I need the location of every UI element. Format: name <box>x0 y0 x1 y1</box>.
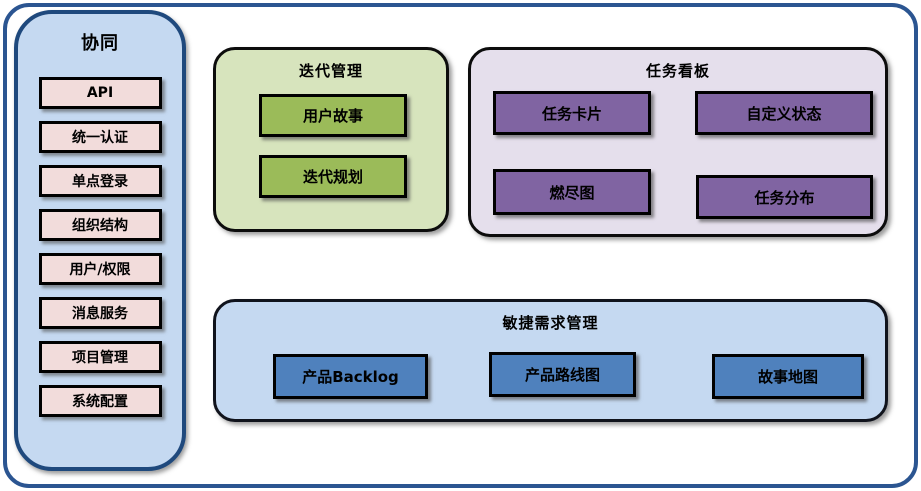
section-agile-requirements: 敏捷需求管理 产品Backlog 产品路线图 故事地图 <box>213 299 888 422</box>
section-requirements-title: 敏捷需求管理 <box>502 314 599 332</box>
sidebar-item-api: API <box>38 77 162 109</box>
section-iteration-management: 迭代管理 用户故事 迭代规划 <box>213 47 449 232</box>
card-iteration-planning: 迭代规划 <box>259 155 407 198</box>
card-task-distribution: 任务分布 <box>696 175 873 219</box>
sidebar-title: 协同 <box>81 33 119 54</box>
card-product-roadmap: 产品路线图 <box>489 352 636 397</box>
card-task-card: 任务卡片 <box>493 91 651 135</box>
card-product-backlog: 产品Backlog <box>273 354 428 399</box>
sidebar-collaboration: 协同 API 统一认证 单点登录 组织结构 用户/权限 消息服务 项目管理 系统… <box>14 10 186 471</box>
sidebar-item-org-structure: 组织结构 <box>38 209 162 241</box>
sidebar-item-unified-auth: 统一认证 <box>38 121 162 153</box>
sidebar-item-sso: 单点登录 <box>38 165 162 197</box>
section-iteration-title: 迭代管理 <box>298 62 363 80</box>
sidebar-item-list: API 统一认证 单点登录 组织结构 用户/权限 消息服务 项目管理 系统配置 <box>38 65 162 417</box>
sidebar-item-message-service: 消息服务 <box>38 297 162 329</box>
sidebar-item-user-permissions: 用户/权限 <box>38 253 162 285</box>
card-story-map: 故事地图 <box>712 354 864 399</box>
sidebar-item-project-management: 项目管理 <box>38 341 162 373</box>
card-burndown-chart: 燃尽图 <box>493 169 651 215</box>
card-custom-status: 自定义状态 <box>695 91 873 135</box>
section-task-kanban: 任务看板 任务卡片 自定义状态 燃尽图 任务分布 <box>468 47 888 237</box>
card-user-story: 用户故事 <box>259 94 407 137</box>
sidebar-item-system-config: 系统配置 <box>38 385 162 417</box>
section-kanban-title: 任务看板 <box>645 62 710 80</box>
